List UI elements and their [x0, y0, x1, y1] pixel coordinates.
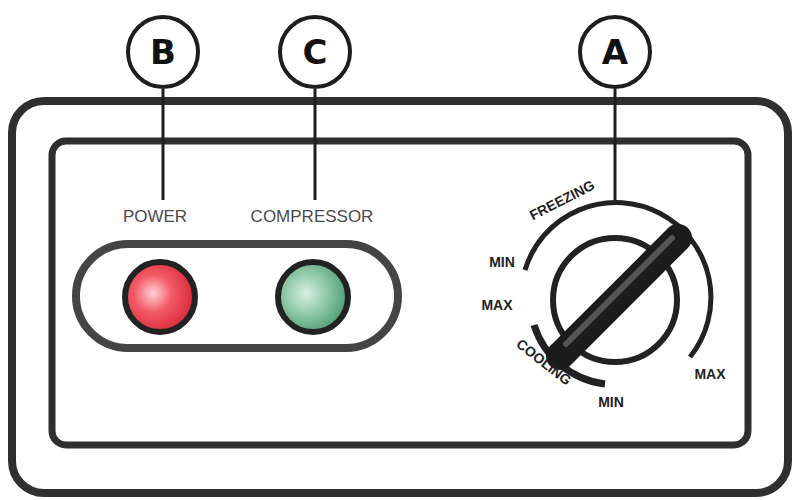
- thermostat-knob: [553, 238, 677, 362]
- outer-housing: [12, 101, 788, 493]
- lamp-label: POWER: [123, 208, 187, 225]
- callout-letter: A: [602, 35, 628, 69]
- lamp-label: COMPRESSOR: [251, 208, 374, 225]
- callout-circle: A: [578, 15, 652, 89]
- callout-letter: C: [303, 35, 328, 69]
- scale-label: MAX: [481, 298, 512, 312]
- leader-line: [614, 89, 617, 203]
- power-lamp: [125, 262, 195, 332]
- scale-label: MIN: [598, 395, 624, 409]
- scale-label: MAX: [694, 367, 725, 381]
- callout-letter: B: [150, 35, 176, 69]
- callout-circle: C: [278, 15, 352, 89]
- knob-highlight: [566, 238, 672, 344]
- leader-line: [314, 89, 317, 200]
- compressor-lamp: [278, 262, 348, 332]
- knob-pointer: [560, 238, 678, 356]
- scale-label: MIN: [489, 255, 515, 269]
- lamp-bezel: [76, 244, 398, 348]
- inner-panel: [52, 141, 748, 445]
- callout-circle: B: [126, 15, 200, 89]
- leader-line: [162, 89, 165, 200]
